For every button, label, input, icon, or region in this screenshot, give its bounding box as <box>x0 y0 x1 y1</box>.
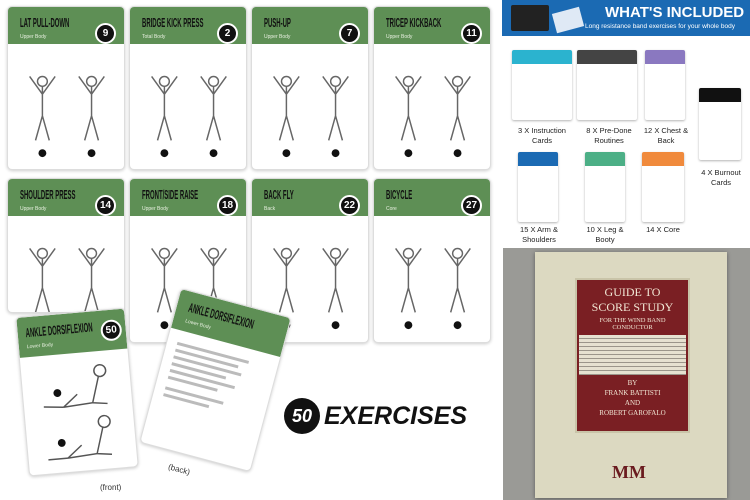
exercise-card: LAT PULL-DOWN Upper Body 9 <box>7 6 125 170</box>
card-number-badge: 18 <box>217 195 238 216</box>
book-title-line2: SCORE STUDY <box>591 300 674 314</box>
card-category: Back <box>264 206 276 212</box>
included-item-label: 15 X Arm & Shoulders <box>520 225 558 244</box>
card-header: LAT PULL-DOWN Upper Body 9 <box>8 7 124 44</box>
banner-number: 50 <box>284 398 320 434</box>
exercise-card: BICYCLE Core 27 <box>373 178 491 343</box>
whats-included-subtitle: Long resistance band exercises for your … <box>585 23 735 30</box>
included-card-image <box>585 152 625 222</box>
card-number-badge: 14 <box>95 195 116 216</box>
included-item-label: 4 X Burnout Cards <box>701 168 741 187</box>
included-card-image <box>512 50 572 120</box>
included-item-label: 10 X Leg & Booty <box>586 225 624 244</box>
exercise-card: PUSH-UP Upper Body 7 <box>251 6 369 170</box>
publisher-logo: MM <box>612 462 646 482</box>
exercise-illustration <box>273 75 349 158</box>
included-item-label: 3 X Instruction Cards <box>518 126 566 145</box>
product-box-image <box>511 5 549 31</box>
card-title: PUSH-UP <box>264 15 291 30</box>
card-header: TRICEP KICKBACK Upper Body 11 <box>374 7 490 44</box>
included-item-label: 8 X Pre-Done Routines <box>586 126 632 145</box>
whats-included-title: WHAT'S INCLUDED <box>605 4 745 21</box>
book-title-line1: GUIDE TO <box>604 285 661 299</box>
ankle-dorsiflexion-illustration <box>43 363 113 461</box>
card-title: SHOULDER PRESS <box>20 187 76 202</box>
card-category: Upper Body <box>386 34 413 40</box>
card-title: BRIDGE KICK PRESS <box>142 15 204 30</box>
exercise-illustration <box>29 247 105 312</box>
exercise-card: TRICEP KICKBACK Upper Body 11 <box>373 6 491 170</box>
front-card-title: ANKLE DORSIFLEXION <box>24 319 94 341</box>
exercise-illustration <box>151 75 227 158</box>
card-title: TRICEP KICKBACK <box>386 15 442 30</box>
card-number-badge: 27 <box>461 195 482 216</box>
included-card-image <box>645 50 685 120</box>
whats-included-panel: WHAT'S INCLUDED Long resistance band exe… <box>502 0 750 245</box>
card-header: BICYCLE Core 27 <box>374 179 490 216</box>
exercise-card: BRIDGE KICK PRESS Total Body 2 <box>129 6 247 170</box>
card-category: Upper Body <box>142 206 169 212</box>
sheet-music-image <box>579 335 686 375</box>
book-subtitle-line2: CONDUCTOR <box>612 324 653 331</box>
included-card-image <box>577 50 637 120</box>
card-number-badge: 22 <box>339 195 360 216</box>
book-by: BY <box>627 379 638 387</box>
card-category: Core <box>386 206 397 212</box>
exercise-illustration <box>29 75 105 158</box>
card-header: PUSH-UP Upper Body 7 <box>252 7 368 44</box>
card-category: Total Body <box>142 34 166 40</box>
included-card-image <box>699 88 741 160</box>
whats-included-header: WHAT'S INCLUDED Long resistance band exe… <box>502 0 750 36</box>
card-title: BICYCLE <box>386 187 413 202</box>
book-author2: ROBERT GAROFALO <box>599 409 666 417</box>
included-item-label: 14 X Core <box>646 225 680 234</box>
card-title: FRONT/SIDE RAISE <box>142 187 199 202</box>
card-category: Upper Body <box>264 34 291 40</box>
card-number-badge: 2 <box>217 23 238 44</box>
back-caption: (back) <box>167 462 192 477</box>
included-card-image <box>518 152 558 222</box>
card-title: LAT PULL-DOWN <box>20 15 70 30</box>
card-title: BACK FLY <box>264 187 294 202</box>
card-number-badge: 11 <box>461 23 482 44</box>
card-header: SHOULDER PRESS Upper Body 14 <box>8 179 124 216</box>
fifty-exercises-banner: 50 EXERCISES <box>284 398 467 434</box>
included-card-image <box>642 152 684 222</box>
banner-word: EXERCISES <box>324 401 468 430</box>
included-item-label: 12 X Chest & Back <box>643 126 689 145</box>
card-number-badge: 7 <box>339 23 360 44</box>
card-category: Upper Body <box>20 206 47 212</box>
exercise-illustration <box>395 247 471 330</box>
card-stack-image <box>551 6 585 34</box>
card-header: BACK FLY Back 22 <box>252 179 368 216</box>
card-header: FRONT/SIDE RAISE Upper Body 18 <box>130 179 246 216</box>
front-exercise-card: ANKLE DORSIFLEXION Lower Body 50 <box>15 307 139 477</box>
book-title-panel: GUIDE TO SCORE STUDY FOR THE WIND BAND C… <box>575 278 690 433</box>
book-and: AND <box>624 399 641 407</box>
exercise-card: SHOULDER PRESS Upper Body 14 <box>7 178 125 313</box>
card-category: Upper Body <box>20 34 47 40</box>
exercise-illustration <box>395 75 471 158</box>
card-number-badge: 9 <box>95 23 116 44</box>
book-author1: FRANK BATTISTI <box>604 389 661 397</box>
book-subtitle-line1: FOR THE WIND BAND <box>599 317 666 324</box>
front-caption: (front) <box>100 483 122 492</box>
card-header: BRIDGE KICK PRESS Total Body 2 <box>130 7 246 44</box>
